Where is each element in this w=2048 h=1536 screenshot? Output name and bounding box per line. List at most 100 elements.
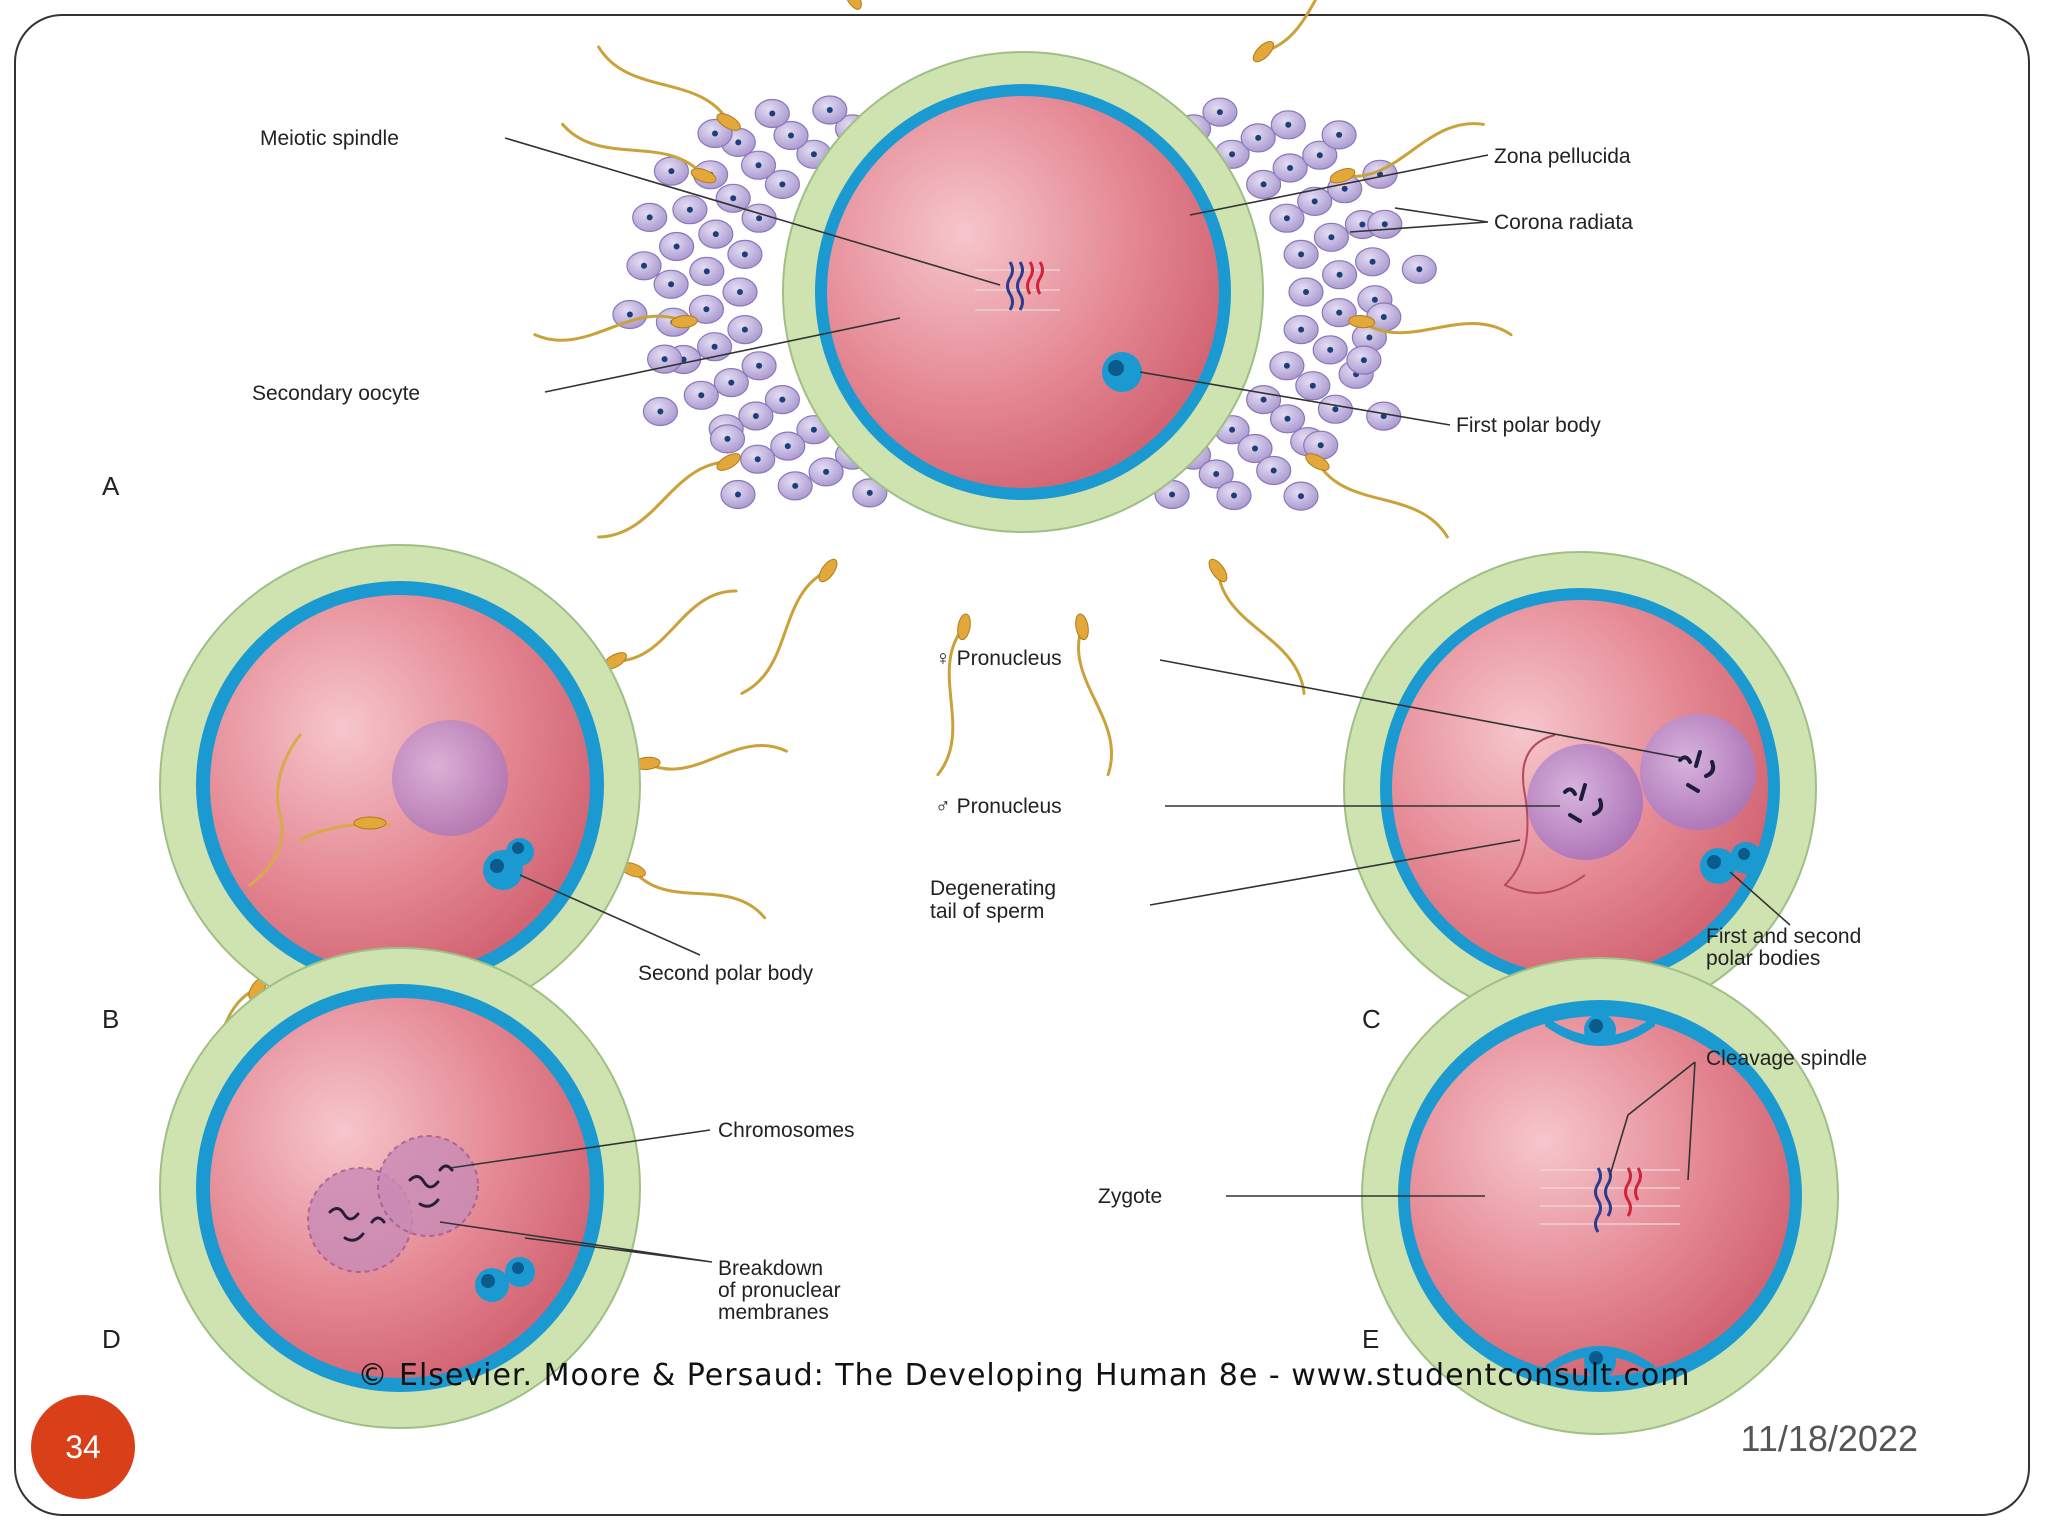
label-chromosomes: Chromosomes: [718, 1119, 855, 1142]
leader-female-pronucleus: [1159, 659, 1683, 759]
sperm-tail: [740, 569, 830, 695]
corona-cell-nucleus: [1285, 121, 1292, 128]
cleavage-spindle: [1540, 1167, 1680, 1233]
leader-breakdown: [439, 1221, 713, 1263]
corona-cell-nucleus: [1360, 357, 1367, 364]
corona-cell-nucleus: [1213, 471, 1220, 477]
corona-cell-nucleus: [1359, 221, 1366, 228]
leader-degenerating-tail: [1149, 839, 1521, 906]
corona-cell-nucleus: [730, 195, 737, 202]
polar-body-top-e: [1545, 1016, 1655, 1046]
corona-cell-nucleus: [1231, 492, 1237, 499]
panel-d: Chromosomes Breakdown of pronuclear memb…: [102, 947, 855, 1429]
corona-cell-nucleus: [735, 491, 741, 498]
corona-cell-nucleus: [810, 151, 817, 158]
corona-cell-nucleus: [735, 139, 742, 146]
sperm-head: [1305, 453, 1330, 471]
corona-cell-nucleus: [741, 251, 748, 258]
corona-cell-nucleus: [826, 107, 833, 113]
sperm-head: [690, 168, 717, 184]
corona-cell-nucleus: [1366, 334, 1373, 341]
label-meiotic-spindle: Meiotic spindle: [260, 127, 399, 150]
corona-cell-nucleus: [754, 456, 761, 463]
corona-cell-nucleus: [1316, 152, 1323, 159]
corona-cell-nucleus: [784, 443, 791, 450]
corona-radiata-cells: [612, 95, 1437, 511]
corona-cell-nucleus: [1169, 491, 1176, 498]
corona-cell-nucleus: [1229, 426, 1236, 433]
label-degenerating-tail-2: tail of sperm: [930, 900, 1044, 923]
panel-e: Cleavage spindle Zygote E: [1098, 957, 1867, 1435]
label-breakdown-3: membranes: [718, 1301, 829, 1324]
leader-chromosomes: [449, 1129, 711, 1169]
corona-cell-nucleus: [1380, 314, 1387, 320]
meiotic-spindle: [975, 261, 1060, 311]
corona-cell-nucleus: [626, 311, 633, 318]
pronucleus-b: [392, 720, 508, 836]
sperm-head: [1348, 315, 1376, 329]
corona-cell-nucleus: [1328, 234, 1335, 241]
corona-cell-nucleus: [779, 181, 786, 188]
sperm-head: [844, 0, 862, 10]
corona-cell-nucleus: [1260, 181, 1267, 188]
corona-cell-nucleus: [756, 362, 763, 369]
panel-letter-c: C: [1362, 1004, 1381, 1034]
leader-cleavage-spindle: [1609, 1061, 1696, 1181]
corona-cell-nucleus: [1216, 109, 1223, 116]
label-first-polar-body: First polar body: [1456, 414, 1601, 437]
sperm-tail: [613, 589, 738, 663]
corona-cell-nucleus: [1270, 467, 1277, 474]
corona-cell-nucleus: [755, 162, 762, 169]
label-cleavage-spindle: Cleavage spindle: [1706, 1047, 1867, 1070]
sperm-tail: [1341, 122, 1485, 179]
sperm-tail: [597, 460, 731, 539]
sperm-tail: [1076, 625, 1114, 777]
female-pronucleus: [1640, 714, 1756, 830]
corona-cell-nucleus: [737, 289, 743, 295]
corona-cell-nucleus: [788, 132, 794, 139]
corona-cell-nucleus: [1260, 396, 1267, 403]
corona-cell-nucleus: [756, 215, 763, 222]
label-secondary-oocyte: Secondary oocyte: [252, 382, 420, 405]
sperm-head: [716, 453, 741, 471]
label-female-pronucleus: ♀ Pronucleus: [935, 647, 1062, 670]
sperm-head: [1075, 613, 1089, 641]
corona-cell-nucleus: [1336, 131, 1343, 138]
corona-cell-nucleus: [1336, 309, 1343, 316]
sperm-head: [818, 558, 838, 583]
corona-cell-nucleus: [1327, 346, 1334, 353]
corona-cell-nucleus: [661, 356, 668, 363]
corona-cell-nucleus: [712, 231, 719, 238]
sperm-head: [1252, 40, 1275, 63]
corona-cell-nucleus: [1336, 271, 1343, 278]
sperm-head: [957, 613, 971, 641]
label-zygote: Zygote: [1098, 1185, 1162, 1208]
corona-cell-nucleus: [752, 413, 759, 419]
leader-polar-bodies: [1729, 871, 1791, 926]
panel-letter-b: B: [102, 1004, 119, 1034]
leader-corona-radiata: [1349, 207, 1489, 233]
corona-cell-nucleus: [1341, 185, 1348, 192]
corona-cell-nucleus: [1298, 251, 1305, 258]
sperm-tail: [1315, 460, 1449, 539]
corona-cell-nucleus: [1298, 493, 1304, 500]
corona-cell-nucleus: [703, 268, 710, 275]
label-second-polar-body: Second polar body: [638, 962, 814, 985]
label-degenerating-tail-1: Degenerating: [930, 877, 1056, 900]
sperm-tail: [1261, 0, 1318, 54]
sperm-tail: [1360, 320, 1513, 337]
leader-second-polar-body: [519, 874, 701, 956]
sperm-head: [1208, 558, 1228, 583]
corona-cell-nucleus: [1332, 406, 1339, 413]
corona-cell-nucleus: [1298, 326, 1305, 333]
corona-cell-nucleus: [1381, 221, 1388, 228]
corona-cell-nucleus: [686, 206, 693, 213]
corona-cell-nucleus: [728, 379, 735, 386]
corona-cell-nucleus: [1303, 289, 1309, 295]
label-breakdown-2: of pronuclear: [718, 1279, 841, 1302]
corona-cell-nucleus: [1311, 198, 1318, 205]
corona-cell-nucleus: [712, 130, 718, 137]
corona-cell-nucleus: [823, 468, 830, 475]
corona-cell-nucleus: [1283, 215, 1290, 222]
